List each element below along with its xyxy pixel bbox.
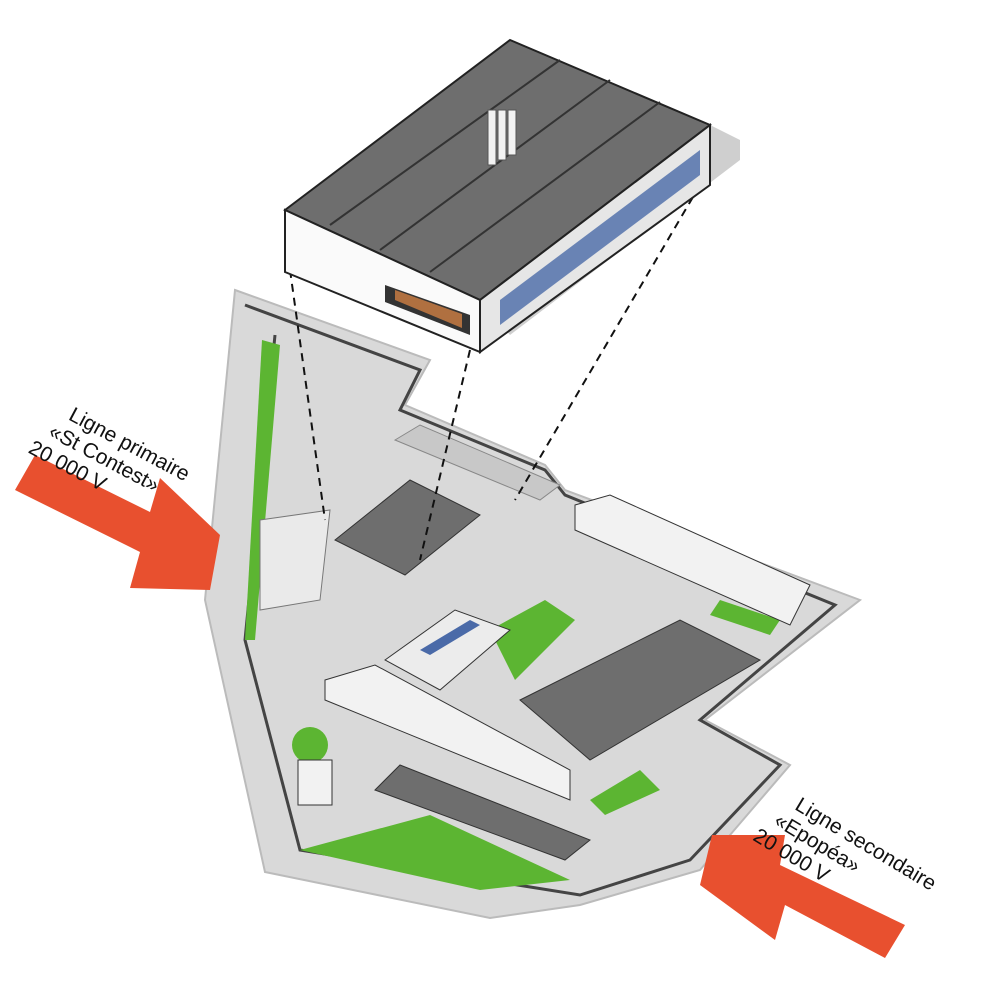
projection-lines <box>289 184 701 561</box>
lawn-east <box>710 600 780 635</box>
hall-center <box>384 609 511 691</box>
warehouse-south <box>374 764 591 861</box>
factory-building-detail <box>283 38 740 354</box>
hall-center-solar <box>420 620 480 655</box>
secondary-line-arrow <box>700 835 905 958</box>
workshop <box>334 479 481 576</box>
site-ground <box>203 288 863 920</box>
roundabout <box>292 727 328 763</box>
lawn-west <box>245 340 280 640</box>
storage-tanks <box>259 509 331 611</box>
office-building <box>574 494 811 626</box>
gatehouse <box>297 759 333 806</box>
primary-line-arrow <box>15 455 220 590</box>
lawn-center <box>490 600 575 680</box>
long-building <box>324 664 571 801</box>
lawn-southeast <box>590 770 660 815</box>
lawn-south <box>300 815 570 890</box>
main-factory <box>519 619 762 761</box>
parking <box>393 424 561 501</box>
